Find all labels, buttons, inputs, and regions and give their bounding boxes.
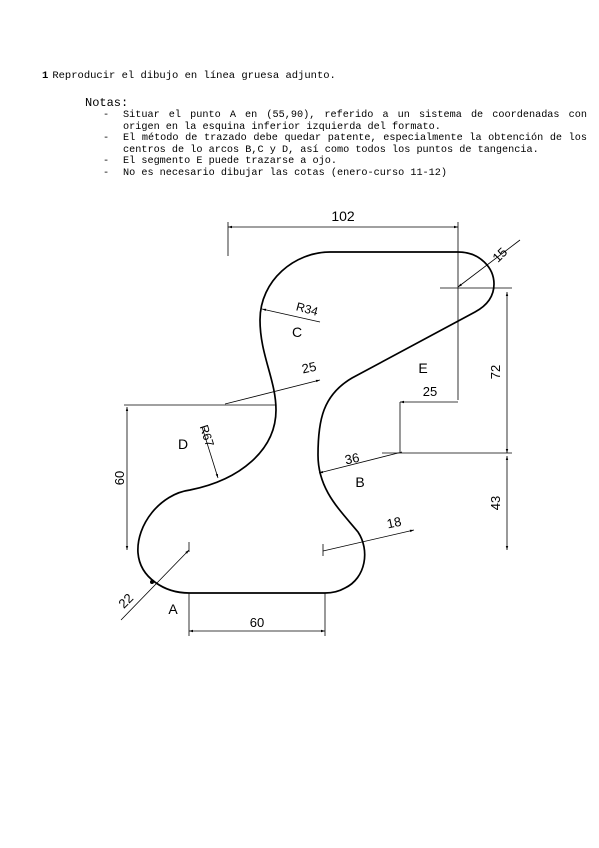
dim-25-upper: 25: [300, 359, 317, 377]
dim-43: 43: [488, 496, 503, 510]
construction-lines: [120, 222, 521, 636]
note-item: No es necesario dibujar las cotas (enero…: [103, 168, 587, 180]
dim-15: 15: [489, 244, 510, 265]
dim-102: 102: [331, 208, 355, 224]
dim-60-horizontal: 60: [250, 615, 264, 630]
note-item: Situar el punto A en (55,90), referido a…: [103, 110, 587, 133]
dim-25-lower: 25: [423, 384, 437, 399]
label-b: B: [355, 474, 364, 490]
label-d: D: [178, 436, 188, 452]
dim-60-vertical: 60: [112, 471, 127, 485]
label-a: A: [168, 601, 178, 617]
point-a-marker: [150, 580, 154, 584]
label-c: C: [292, 324, 302, 340]
part-outline: [137, 251, 495, 594]
notes-list: Situar el punto A en (55,90), referido a…: [103, 110, 587, 180]
dim-r67: R67: [197, 423, 217, 449]
note-item: El segmento E puede trazarse a ojo.: [103, 156, 587, 168]
dim-36: 36: [343, 450, 360, 468]
dim-72: 72: [488, 365, 503, 379]
exercise-instruction: Reproducir el dibujo en línea gruesa adj…: [52, 70, 336, 82]
exercise-number: 1: [42, 70, 49, 82]
label-e: E: [418, 360, 427, 376]
note-item: El método de trazado debe quedar patente…: [103, 133, 587, 156]
dim-r34: R34: [295, 300, 320, 319]
notes-title: Notas:: [85, 96, 129, 110]
dim-22: 22: [115, 590, 136, 611]
dim-18: 18: [385, 514, 402, 532]
